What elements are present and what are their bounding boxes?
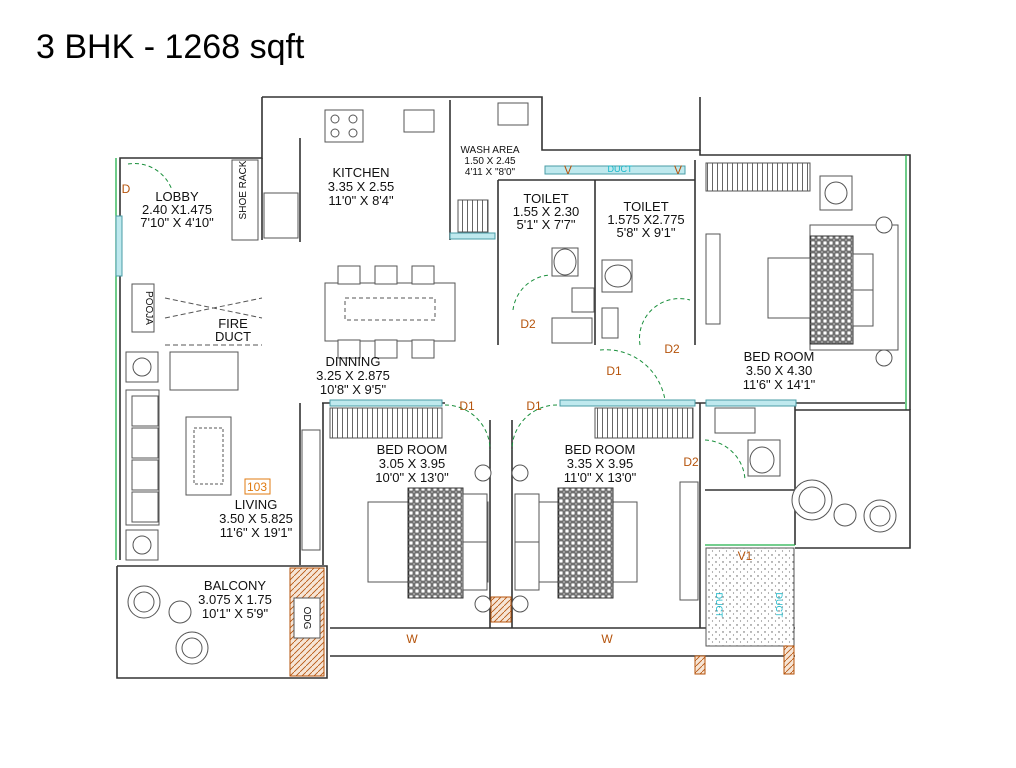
room-name-master: BED ROOM: [744, 349, 815, 364]
duct-area: [694, 547, 795, 675]
room-metric-bed-3: 3.35 X 3.95: [567, 456, 634, 471]
toilet-fixtures: [551, 247, 781, 477]
dining-table: [324, 265, 456, 359]
room-metric-kitchen: 3.35 X 2.55: [328, 179, 395, 194]
room-metric-toilet-2: 1.575 X2.775: [607, 212, 684, 227]
duct-label-top: DUCT: [608, 164, 633, 174]
room-imperial-bed-2: 10'0" X 13'0": [375, 470, 449, 485]
room-imperial-dining: 10'8" X 9'5": [320, 382, 387, 397]
window-tag-v1: V1: [738, 549, 753, 563]
room-imperial-lobby: 7'10" X 4'10": [140, 215, 214, 230]
room-metric-master: 3.50 X 4.30: [746, 363, 813, 378]
room-labels: LOBBY 2.40 X1.475 7'10" X 4'10" KITCHEN …: [140, 145, 815, 621]
room-imperial-living: 11'6" X 19'1": [220, 525, 293, 540]
room-imperial-wash: 4'11 X "8'0": [465, 167, 516, 178]
room-name-lobby: LOBBY: [155, 189, 199, 204]
plan-title: 3 BHK - 1268 sqft: [36, 28, 305, 66]
window-tag-w-a: W: [406, 632, 418, 646]
room-metric-living: 3.50 X 5.825: [219, 511, 293, 526]
bedroom-beds: [301, 407, 699, 623]
glazing: [115, 165, 797, 407]
window-tag-v-b: V: [674, 163, 682, 177]
room-name-dining: DINNING: [326, 354, 381, 369]
kitchen-fixtures: [231, 102, 529, 241]
door-tag-d1-b: D1: [526, 399, 542, 413]
door-tag-d: D: [122, 182, 131, 196]
room-metric-toilet-1: 1.55 X 2.30: [513, 204, 580, 219]
room-imperial-toilet-1: 5'1" X 7'7": [516, 217, 575, 232]
duct-label-left: DUCT: [714, 593, 724, 618]
door-tag-d1-c: D1: [606, 364, 622, 378]
door-tags: D D1 D1 D1 D2 D2 D2 V V V1 W W: [122, 163, 753, 646]
room-metric-lobby: 2.40 X1.475: [142, 202, 212, 217]
room-name-wash: WASH AREA: [460, 145, 519, 156]
room-imperial-kitchen: 11'0" X 8'4": [328, 193, 394, 208]
door-tag-d2-a: D2: [520, 317, 536, 331]
room-name-kitchen: KITCHEN: [332, 165, 389, 180]
duct-label-right: DUCT: [774, 593, 784, 618]
room-metric-balcony: 3.075 X 1.75: [198, 592, 272, 607]
room-name-toilet-1: TOILET: [523, 191, 568, 206]
unit-number-box: [244, 478, 271, 495]
balcony-furniture: [127, 567, 325, 677]
room-name-living: LIVING: [235, 497, 278, 512]
room-name-balcony: BALCONY: [204, 578, 266, 593]
room-imperial-master: 11'6" X 14'1": [743, 377, 816, 392]
fire-duct-line-2: DUCT: [215, 329, 251, 344]
door-tag-d2-b: D2: [664, 342, 680, 356]
pooja-label: POOJA: [143, 291, 154, 325]
fire-duct-line-1: FIRE: [218, 316, 248, 331]
window-tag-w-b: W: [601, 632, 613, 646]
room-name-bed-3: BED ROOM: [565, 442, 636, 457]
room-metric-bed-2: 3.05 X 3.95: [379, 456, 446, 471]
room-metric-wash: 1.50 X 2.45: [464, 156, 516, 167]
door-tag-d2-c: D2: [683, 455, 699, 469]
room-imperial-toilet-2: 5'8" X 9'1": [616, 225, 675, 240]
room-imperial-bed-3: 11'0" X 13'0": [564, 470, 637, 485]
room-name-bed-2: BED ROOM: [377, 442, 448, 457]
living-furniture: [125, 283, 263, 561]
room-metric-dining: 3.25 X 2.875: [316, 368, 390, 383]
room-name-toilet-2: TOILET: [623, 199, 668, 214]
door-tag-d1-a: D1: [459, 399, 475, 413]
door-swings: [127, 163, 746, 481]
room-imperial-balcony: 10'1" X 5'9": [202, 606, 269, 621]
unit-number: 103: [247, 480, 267, 494]
window-tag-v-a: V: [564, 163, 572, 177]
shoe-rack-label: SHOE RACK: [238, 160, 249, 219]
master-bed: [705, 162, 899, 533]
odg-label: ODG: [301, 607, 312, 630]
